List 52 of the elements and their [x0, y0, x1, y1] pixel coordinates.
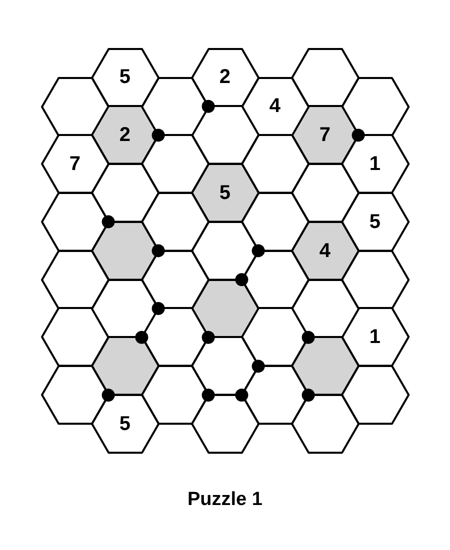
hex-cell: [242, 78, 308, 136]
clue-number: 2: [119, 125, 131, 146]
clue-number: 5: [219, 182, 231, 203]
clue-number: 1: [369, 327, 381, 348]
hex-cell: [342, 250, 408, 308]
hex-cell: [42, 308, 108, 366]
hex-cell: [92, 395, 158, 453]
clue-number: 7: [319, 125, 331, 146]
hex-cell: [142, 78, 208, 136]
hex-cell: [292, 280, 358, 338]
hex-cell: [242, 366, 308, 424]
hex-cell: [192, 395, 258, 453]
hex-cell: [42, 192, 108, 251]
shaded-hex-cell: [292, 222, 358, 280]
hex-cell: [92, 164, 158, 222]
hex-cell: [192, 106, 258, 164]
hex-cell: [42, 135, 108, 193]
hex-cell: [42, 78, 108, 136]
hex-cell: [292, 48, 358, 106]
hex-cell: [342, 192, 408, 251]
caption: Puzzle 1: [188, 489, 262, 511]
hex-cell: [142, 192, 208, 251]
clue-number: 7: [69, 154, 81, 174]
hex-cell: [142, 366, 208, 424]
hex-cell: [342, 366, 408, 424]
clue-number: 4: [319, 240, 331, 261]
hex-cell: [342, 135, 408, 193]
shaded-hex-cell: [292, 337, 358, 396]
hex-cell: [92, 48, 158, 106]
clue-number: 1: [369, 154, 381, 174]
hex-cell: [242, 308, 308, 366]
hex-cell: [342, 78, 408, 136]
clue-number: 5: [119, 414, 131, 434]
hex-cell: [242, 192, 308, 251]
shaded-hex-cell: [92, 337, 158, 396]
shaded-hex-cell: [192, 164, 258, 222]
hex-cell: [292, 395, 358, 453]
hex-cell: [42, 250, 108, 308]
hex-cell: [92, 280, 158, 338]
hex-cell: [192, 222, 258, 280]
clue-number: 5: [119, 67, 131, 88]
shaded-hex-cell: [92, 222, 158, 280]
hex-cell: [142, 250, 208, 308]
clue-number: 2: [219, 67, 231, 88]
hex-cell: [342, 308, 408, 366]
hex-cell: [292, 164, 358, 222]
hex-cell: [42, 366, 108, 424]
hex-cell: [142, 135, 208, 193]
clue-number: 5: [369, 212, 381, 232]
hex-cell: [242, 135, 308, 193]
clue-number: 4: [269, 96, 281, 116]
hex-cell: [242, 250, 308, 308]
